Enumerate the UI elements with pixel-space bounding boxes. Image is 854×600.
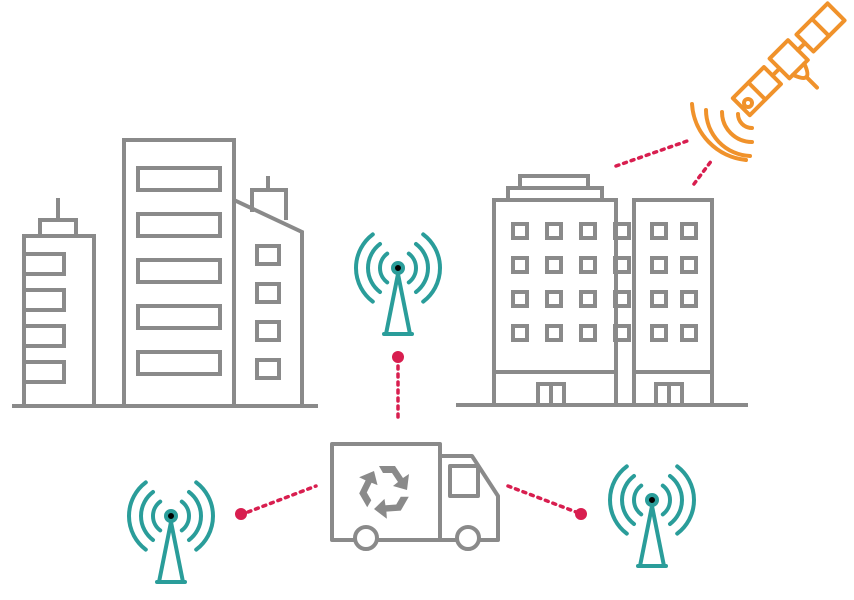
building-window — [613, 256, 631, 274]
recycling-truck-icon — [330, 442, 500, 551]
truck-cargo-box — [330, 442, 442, 542]
apartment-buildings-icon — [456, 174, 748, 407]
building-window — [579, 324, 597, 342]
building-window — [579, 290, 597, 308]
building-window — [650, 222, 668, 240]
tall-building — [122, 138, 236, 408]
cell-tower-icon — [608, 464, 696, 568]
building-window — [511, 222, 529, 240]
link-satellite-left — [614, 138, 692, 168]
truck-window — [448, 464, 480, 498]
satellite-signal-waves — [690, 102, 754, 162]
building-window — [613, 290, 631, 308]
building-window — [650, 324, 668, 342]
slanted-roof-building — [233, 176, 304, 406]
link-right-tower-truck — [506, 484, 578, 514]
link-dot-right — [575, 508, 587, 520]
building-window — [650, 256, 668, 274]
building-window — [511, 290, 529, 308]
link-dot-left — [235, 508, 247, 520]
building-window — [680, 290, 698, 308]
connection-links — [246, 138, 714, 514]
apartment-building-large — [492, 174, 631, 407]
recycle-icon — [359, 466, 409, 519]
cell-tower-icon — [354, 232, 442, 336]
building-window — [613, 324, 631, 342]
cell-tower-icon — [127, 480, 215, 584]
satellite-signal-arc-1 — [736, 112, 754, 130]
satellite-icon — [730, 1, 847, 130]
building-window — [680, 256, 698, 274]
building-window — [613, 222, 631, 240]
building-window — [511, 324, 529, 342]
truck-wheel-rear — [353, 525, 379, 551]
office-buildings-icon — [12, 138, 318, 408]
building-window — [680, 222, 698, 240]
link-dot-top — [392, 351, 404, 363]
building-window — [545, 290, 563, 308]
link-satellite-down — [692, 158, 714, 186]
truck-wheel-front — [455, 525, 481, 551]
building-window — [579, 222, 597, 240]
link-left-tower-truck — [246, 484, 318, 514]
building-window — [511, 256, 529, 274]
building-window — [680, 324, 698, 342]
apartment-building-small — [632, 198, 714, 407]
building-window — [545, 256, 563, 274]
small-building — [22, 198, 96, 408]
building-window — [650, 290, 668, 308]
satellite-dish-point — [742, 97, 754, 109]
link-endpoints — [235, 351, 587, 520]
building-window — [545, 222, 563, 240]
building-window — [545, 324, 563, 342]
building-window — [579, 256, 597, 274]
